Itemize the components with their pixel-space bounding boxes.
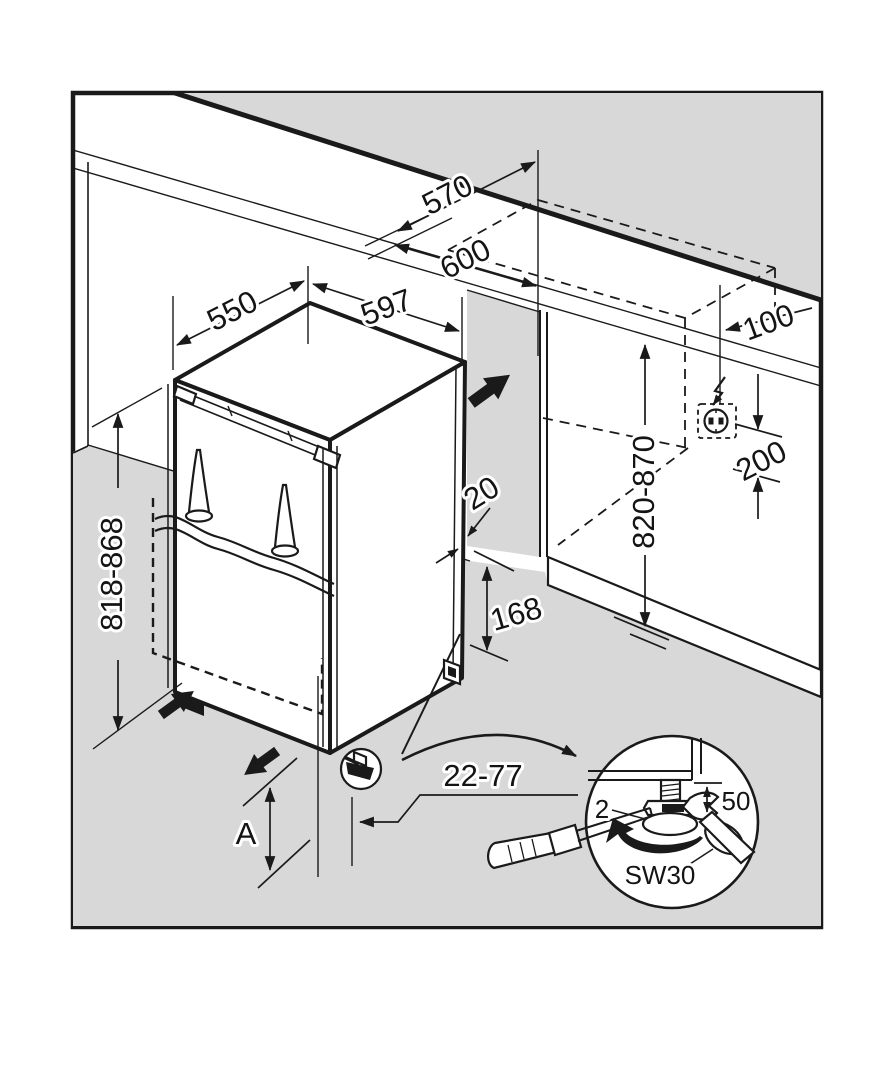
decor-panel-dashed-outline <box>151 498 324 716</box>
adjustable-foot-callout <box>339 747 383 791</box>
detail-callout: 50 2 SW30 <box>401 733 760 910</box>
tick-line <box>613 616 670 641</box>
dim-niche-height-label: 820-870 <box>626 435 661 549</box>
tick-line <box>732 468 781 483</box>
plinth-face <box>546 555 821 699</box>
handle-hatching <box>507 838 537 863</box>
rail-line-1 <box>183 391 335 454</box>
push-arrow-into-niche <box>467 374 511 408</box>
decor-panel-wave-top <box>154 514 335 586</box>
callout-curved-arrow <box>401 733 577 762</box>
niche-wall-top-edge <box>466 289 541 313</box>
dim-niche-height: 820-870 <box>613 343 670 650</box>
rail-line-2 <box>179 399 331 462</box>
power-socket <box>697 285 737 439</box>
leader-upper <box>467 507 491 537</box>
appliance-door-face <box>173 378 332 755</box>
screwdriver-icon <box>487 807 653 870</box>
right-panel-inner-edge <box>452 367 457 675</box>
niche-back-floor-line <box>542 417 689 449</box>
callout-2-leader <box>611 809 646 820</box>
rail-tick-2 <box>287 430 293 442</box>
wrench-size-leader <box>689 848 714 865</box>
detail-callout-number: 2 <box>595 794 609 824</box>
screwdriver-tip <box>649 807 653 817</box>
right-cabinet-plinth <box>546 555 821 699</box>
niche-top-right-edge <box>684 267 776 319</box>
wrench-shaft <box>698 810 756 865</box>
dim-foot-adjust-label: 22-77 <box>443 758 522 793</box>
rail-bracket-left <box>172 384 198 406</box>
screwdriver-shaft <box>575 807 651 832</box>
push-arrows <box>157 374 511 775</box>
tick-line <box>734 423 783 438</box>
hinge-pin-bottom <box>270 483 300 558</box>
push-arrow-bottom-in <box>157 691 194 720</box>
foot-base-plate <box>641 811 699 837</box>
push-arrow-bottom-out <box>244 746 281 775</box>
tick-line <box>629 633 667 650</box>
dim-foot-adjust: 22-77 <box>317 676 578 877</box>
dim-foot-travel-label: 50 <box>722 786 751 816</box>
dimension-line <box>311 283 461 332</box>
dim-appliance-height: 818-868 <box>91 387 183 750</box>
dimension-line <box>724 307 813 332</box>
extension-line <box>367 217 453 260</box>
niche-wall-shading <box>467 290 540 557</box>
rail-tick-1 <box>227 405 233 417</box>
dim-appliance-height-label: 818-868 <box>94 517 129 631</box>
rail-bracket-right <box>312 444 342 470</box>
screwdriver-ferrule <box>547 823 583 857</box>
hinge-pin-top <box>184 448 214 523</box>
niche-side-wall <box>466 289 548 557</box>
dimension-line <box>393 243 538 288</box>
pin-base <box>184 509 214 523</box>
tick-line <box>469 644 509 662</box>
niche-top-back-edge <box>537 199 776 269</box>
decor-panel-wave-bottom <box>154 526 335 598</box>
mounting-rail <box>172 384 342 470</box>
tick-line <box>473 550 515 572</box>
lightning-icon <box>712 376 726 406</box>
tick-line <box>242 757 298 807</box>
rear-right-foot-pad <box>448 666 456 678</box>
dim-foot-travel: 50 <box>694 782 753 819</box>
screwdriver-shaft <box>577 815 653 842</box>
dimension-line <box>397 161 536 232</box>
tick-line <box>91 387 163 428</box>
tick-line <box>92 682 183 750</box>
wrench-size-label: SW30 <box>625 860 696 890</box>
dim-plinth-label: A <box>236 816 257 851</box>
pin-base <box>270 544 300 558</box>
dimension-line <box>176 280 305 346</box>
socket-contact-left <box>708 417 714 425</box>
left-floor-corner <box>73 445 89 454</box>
base-recess-edge <box>401 633 461 755</box>
leader-lower <box>435 548 459 564</box>
rotation-arrow-icon <box>606 818 703 854</box>
foot-nut-slot <box>662 804 684 812</box>
foot-stem <box>352 750 368 768</box>
dim-plinth: A <box>233 757 311 889</box>
socket-contact-right <box>718 417 724 425</box>
appliance <box>151 301 467 791</box>
tick-line <box>257 839 311 889</box>
foot-base <box>346 762 374 780</box>
dimension-line <box>358 794 578 828</box>
